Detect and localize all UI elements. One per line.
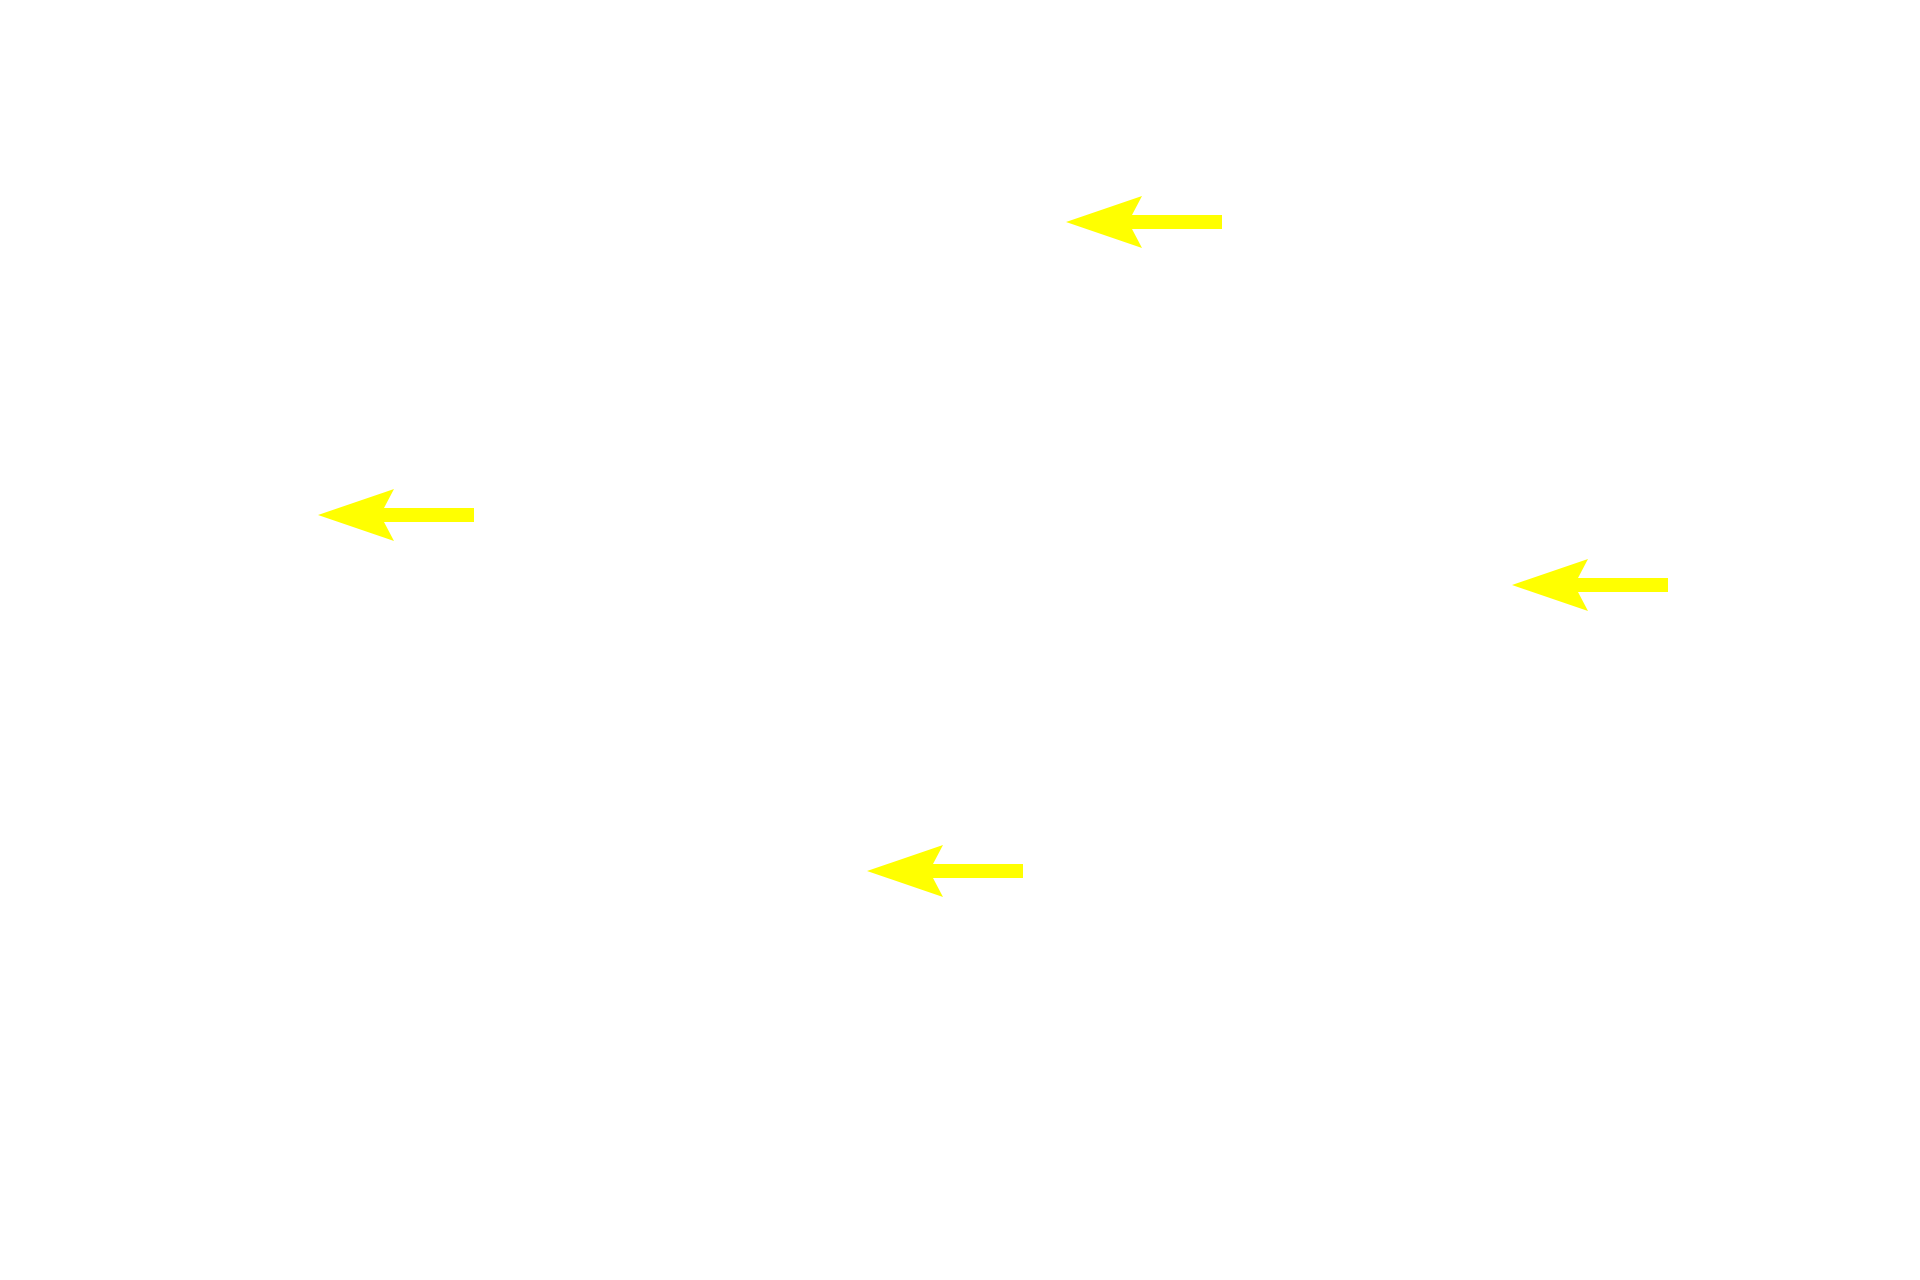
- arrow-left-icon-graphic: [318, 489, 474, 541]
- arrow-left-icon: [1066, 194, 1222, 250]
- arrow-left-icon-graphic: [1512, 559, 1668, 611]
- arrow-left-icon-graphic: [867, 845, 1023, 897]
- arrow-left-icon: [318, 487, 474, 543]
- arrow-left-icon-graphic: [1066, 196, 1222, 248]
- arrow-left-icon: [1512, 557, 1668, 613]
- arrow-left-icon: [867, 843, 1023, 899]
